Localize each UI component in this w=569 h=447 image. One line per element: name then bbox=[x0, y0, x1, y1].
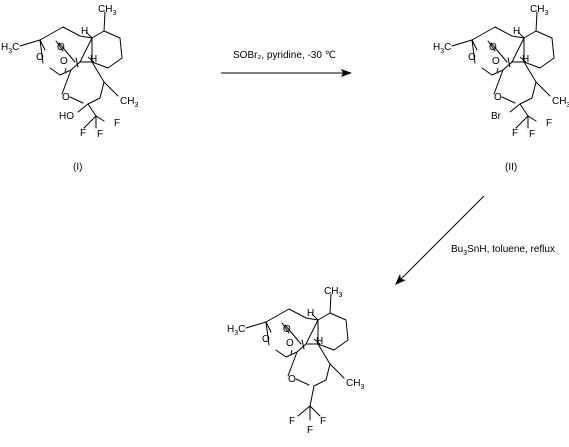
compound-1-label: (I) bbox=[73, 162, 82, 173]
compound-3-methyl-left: H3C bbox=[227, 324, 245, 337]
compound-1-methyl-top: CH3 bbox=[98, 4, 116, 17]
compound-1-atom-oh: HO bbox=[59, 111, 74, 122]
compound-3-methyl-right: CH3 bbox=[346, 378, 364, 391]
compound-3-structure: O O O O F F F H H CH3 CH3 H3C bbox=[227, 286, 364, 436]
compound-2-methyl-right: CH3 bbox=[552, 96, 569, 109]
compound-2-atom-o: O bbox=[489, 42, 497, 53]
compound-2-label: (II) bbox=[505, 162, 517, 173]
compound-1-atom-f: F bbox=[97, 129, 103, 140]
compound-1-atom-o: O bbox=[57, 42, 65, 53]
reaction-arrow-2: Bu3SnH, toluene, reflux bbox=[395, 195, 555, 285]
compound-2-atom-o: O bbox=[468, 52, 476, 63]
compound-3-atom-h: H bbox=[316, 336, 323, 347]
compound-1-atom-f: F bbox=[80, 128, 86, 139]
reaction-2-conditions: Bu3SnH, toluene, reflux bbox=[451, 244, 555, 257]
compound-3-atom-o: O bbox=[288, 374, 296, 385]
compound-1-methyl-right: CH3 bbox=[120, 96, 138, 109]
compound-2-atom-h: H bbox=[513, 26, 520, 37]
compound-1-methyl-left: H3C bbox=[1, 42, 19, 55]
compound-2-structure: O O O O Br F F F H H CH3 CH3 H3C (II) bbox=[433, 4, 569, 173]
compound-2-methyl-left: H3C bbox=[433, 42, 451, 55]
compound-1-atom-h: H bbox=[90, 54, 97, 65]
reaction-1-conditions: SOBr₂, pyridine, -30 ℃ bbox=[233, 50, 336, 61]
compound-1-atom-o: O bbox=[36, 52, 44, 63]
compound-3-atom-h: H bbox=[307, 308, 314, 319]
compound-1-atom-h: H bbox=[81, 26, 88, 37]
compound-3-methyl-top: CH3 bbox=[324, 286, 342, 299]
compound-2-atom-f: F bbox=[512, 128, 518, 139]
compound-2-atom-h: H bbox=[522, 54, 529, 65]
compound-3-atom-o: O bbox=[283, 324, 291, 335]
compound-1-atom-o: O bbox=[62, 92, 70, 103]
compound-3-atom-o: O bbox=[262, 334, 270, 345]
compound-2-methyl-top: CH3 bbox=[530, 4, 548, 17]
compound-2-atom-br: Br bbox=[491, 111, 502, 122]
compound-1-atom-o: O bbox=[60, 56, 68, 67]
compound-1-structure: O O O O HO F F F H H CH3 CH3 H3C (I) bbox=[1, 4, 138, 173]
compound-3-atom-o: O bbox=[286, 338, 294, 349]
reaction-arrow-1: SOBr₂, pyridine, -30 ℃ bbox=[221, 50, 352, 77]
compound-1-atom-f: F bbox=[114, 118, 120, 129]
compound-2-atom-f: F bbox=[546, 118, 552, 129]
compound-2-atom-o: O bbox=[494, 92, 502, 103]
compound-3-atom-f: F bbox=[307, 425, 313, 436]
compound-2-atom-f: F bbox=[529, 129, 535, 140]
compound-3-atom-f: F bbox=[289, 416, 295, 427]
compound-2-atom-o: O bbox=[492, 56, 500, 67]
compound-3-atom-f: F bbox=[320, 416, 326, 427]
